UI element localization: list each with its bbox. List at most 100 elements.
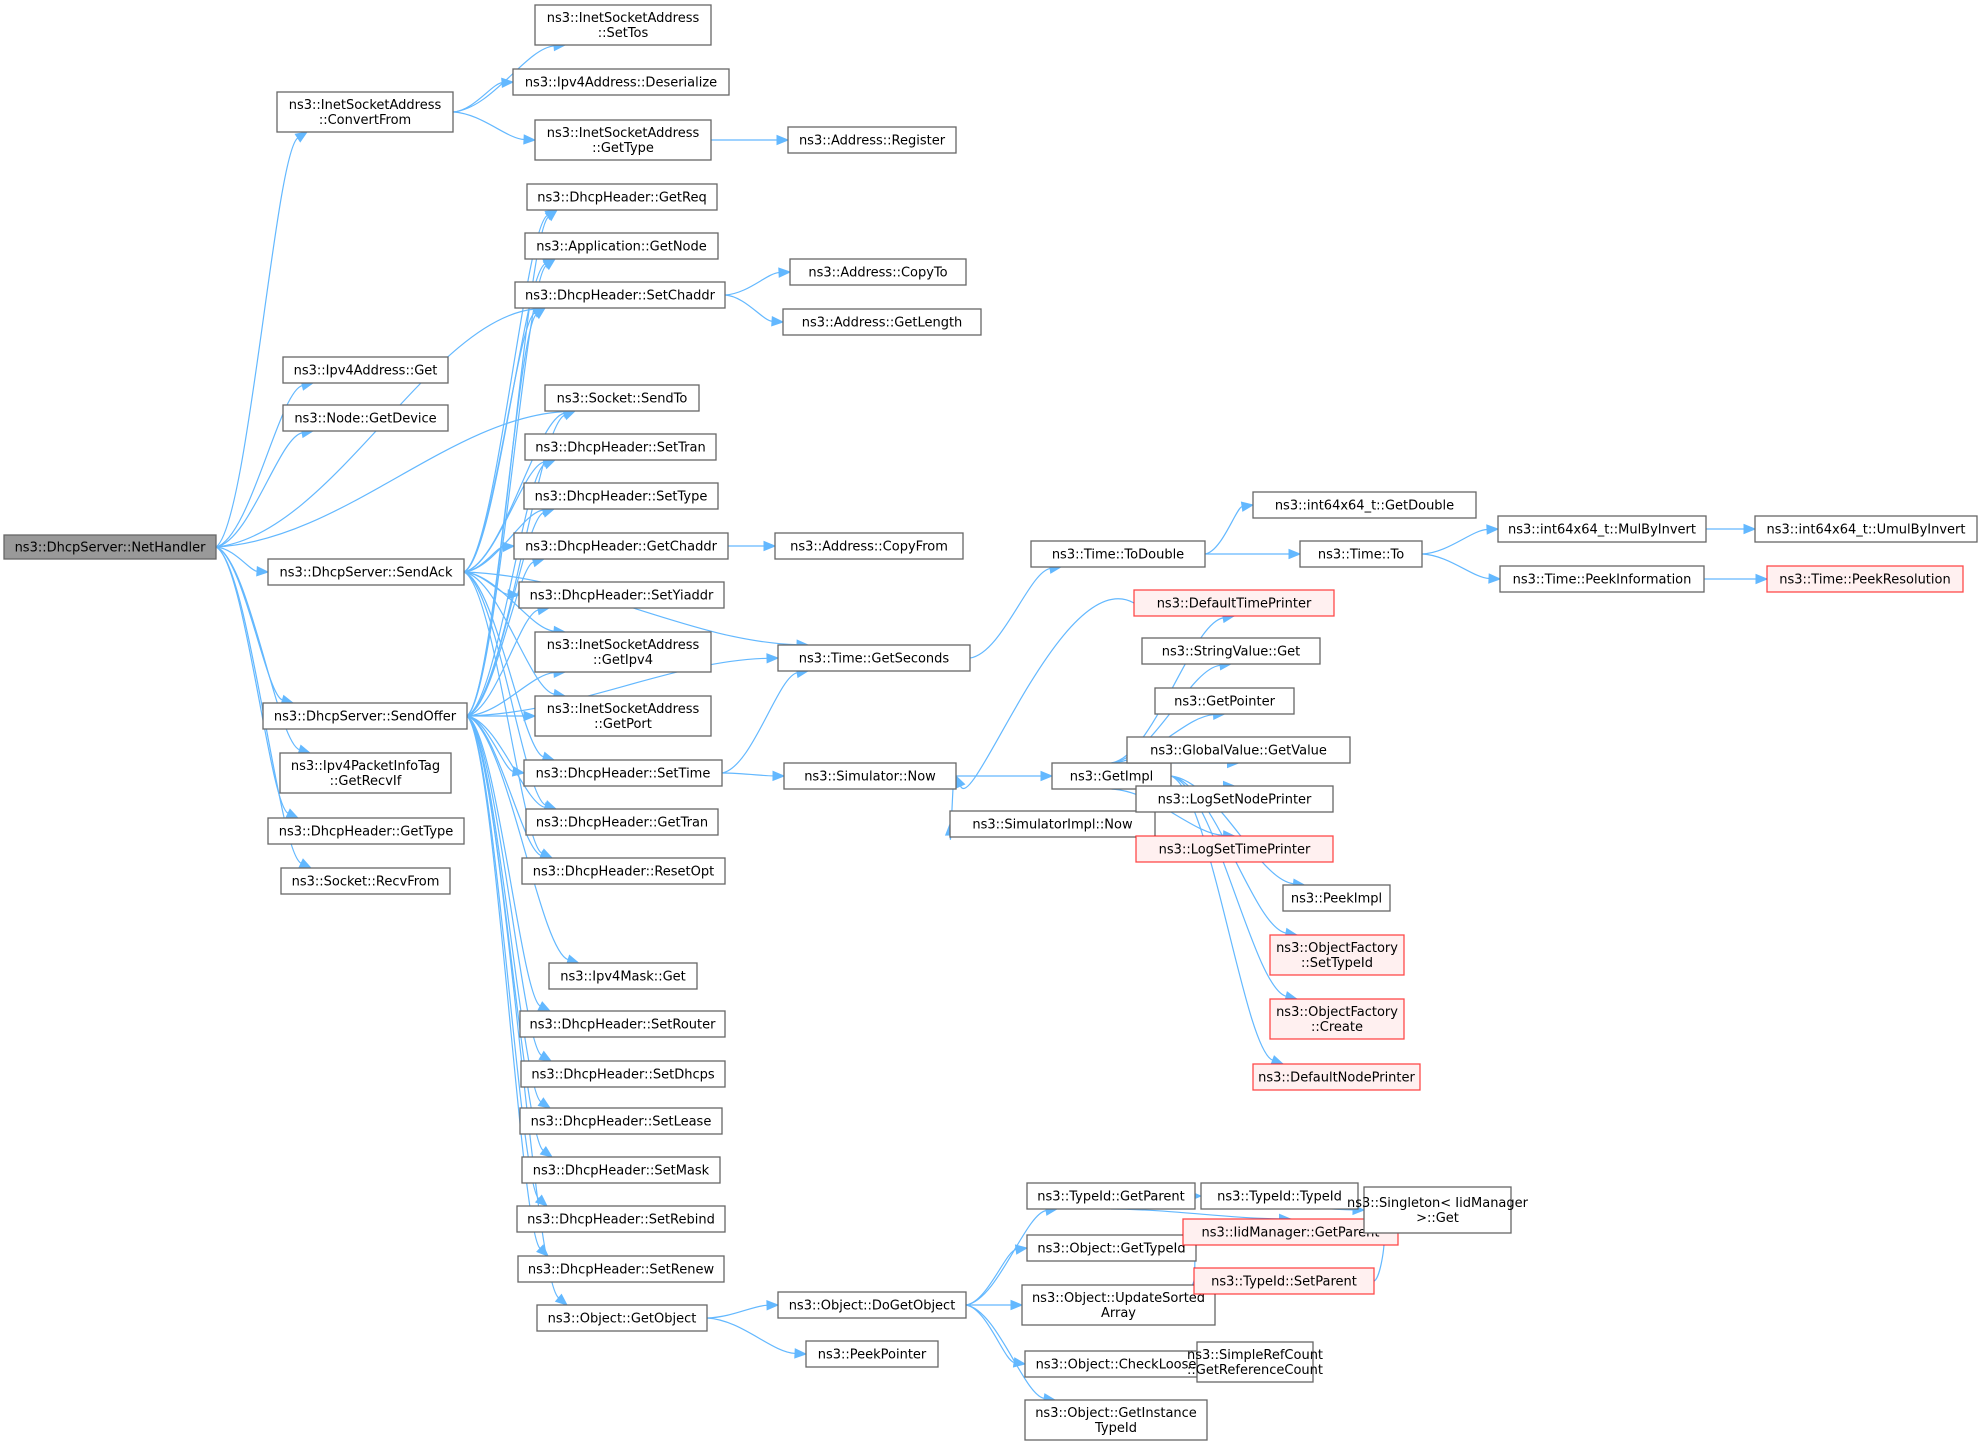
node-set-time[interactable]: ns3::DhcpHeader::SetTime bbox=[523, 759, 723, 787]
node-get-seconds[interactable]: ns3::Time::GetSeconds bbox=[777, 644, 971, 672]
node-ofset-type-id[interactable]: ns3::ObjectFactory::SetTypeId bbox=[1269, 934, 1405, 976]
node-send-to[interactable]: ns3::Socket::SendTo bbox=[544, 384, 700, 412]
node-send-ack[interactable]: ns3::DhcpServer::SendAck bbox=[267, 558, 465, 586]
node-get-reference-count[interactable]: ns3::SimpleRefCount::GetReferenceCount bbox=[1187, 1341, 1323, 1383]
node-box bbox=[1193, 1267, 1375, 1295]
node-get-chaddr[interactable]: ns3::DhcpHeader::GetChaddr bbox=[513, 532, 729, 560]
node-get-ipv4[interactable]: ns3::InetSocketAddress::GetIpv4 bbox=[534, 631, 712, 673]
node-iid-get-parent[interactable]: ns3::IidManager::GetParent bbox=[1182, 1218, 1399, 1246]
arrowhead-icon bbox=[772, 770, 786, 782]
node-get-device[interactable]: ns3::Node::GetDevice bbox=[282, 404, 449, 432]
node-label: ::GetType bbox=[592, 141, 654, 156]
node-set-renew[interactable]: ns3::DhcpHeader::SetRenew bbox=[517, 1255, 725, 1283]
node-type-id-get-parent[interactable]: ns3::TypeId::GetParent bbox=[1026, 1182, 1196, 1210]
node-convert-from[interactable]: ns3::InetSocketAddress::ConvertFrom bbox=[276, 91, 454, 133]
node-box bbox=[1133, 589, 1335, 617]
node-box bbox=[789, 258, 967, 286]
node-get-pointer[interactable]: ns3::GetPointer bbox=[1154, 687, 1295, 715]
node-box bbox=[280, 867, 451, 895]
node-set-yiaddr[interactable]: ns3::DhcpHeader::SetYiaddr bbox=[518, 581, 725, 609]
node-get-port[interactable]: ns3::InetSocketAddress::GetPort bbox=[534, 695, 712, 737]
node-net-handler[interactable]: ns3::DhcpServer::NetHandler bbox=[3, 534, 217, 560]
arrowhead-icon bbox=[1488, 573, 1502, 584]
node-set-tran[interactable]: ns3::DhcpHeader::SetTran bbox=[524, 433, 717, 461]
node-to-double[interactable]: ns3::Time::ToDouble bbox=[1030, 540, 1206, 568]
node-register[interactable]: ns3::Address::Register bbox=[787, 126, 957, 154]
node-obj-get-type-id[interactable]: ns3::Object::GetTypeId bbox=[1026, 1234, 1197, 1262]
node-peek-impl[interactable]: ns3::PeekImpl bbox=[1282, 884, 1391, 912]
node-global-get-value[interactable]: ns3::GlobalValue::GetValue bbox=[1126, 736, 1351, 764]
node-sim-impl-now[interactable]: ns3::SimulatorImpl::Now bbox=[949, 810, 1156, 838]
edge-line bbox=[466, 715, 546, 808]
node-peek-pointer[interactable]: ns3::PeekPointer bbox=[805, 1340, 939, 1368]
node-do-get-object[interactable]: ns3::Object::DoGetObject bbox=[777, 1291, 967, 1319]
node-box bbox=[525, 808, 719, 836]
node-box bbox=[1182, 1218, 1399, 1246]
node-copy-from[interactable]: ns3::Address::CopyFrom bbox=[774, 532, 964, 560]
node-label: ns3::LogSetNodePrinter bbox=[1158, 793, 1312, 808]
node-peek-information[interactable]: ns3::Time::PeekInformation bbox=[1499, 565, 1705, 593]
node-get-tran[interactable]: ns3::DhcpHeader::GetTran bbox=[525, 808, 719, 836]
edge-peekinformation-to-peekresolution bbox=[1704, 573, 1769, 585]
node-box bbox=[805, 1340, 939, 1368]
node-reset-opt[interactable]: ns3::DhcpHeader::ResetOpt bbox=[521, 857, 726, 885]
node-mul-by-invert[interactable]: ns3::int64x64_t::MulByInvert bbox=[1497, 515, 1707, 543]
node-type-id-type-id[interactable]: ns3::TypeId::TypeId bbox=[1200, 1182, 1359, 1210]
node-box bbox=[282, 356, 449, 384]
node-recv-from[interactable]: ns3::Socket::RecvFrom bbox=[280, 867, 451, 895]
node-default-node-printer[interactable]: ns3::DefaultNodePrinter bbox=[1252, 1063, 1421, 1091]
edge-convertfrom-to-inetgettype bbox=[452, 111, 537, 145]
node-set-router[interactable]: ns3::DhcpHeader::SetRouter bbox=[519, 1010, 726, 1038]
node-set-lease[interactable]: ns3::DhcpHeader::SetLease bbox=[519, 1107, 723, 1135]
node-label: ns3::GetPointer bbox=[1174, 695, 1275, 710]
node-set-parent[interactable]: ns3::TypeId::SetParent bbox=[1193, 1267, 1375, 1295]
node-ofcreate[interactable]: ns3::ObjectFactory::Create bbox=[1269, 998, 1405, 1040]
arrowhead-icon bbox=[1010, 1299, 1024, 1311]
node-set-chaddr[interactable]: ns3::DhcpHeader::SetChaddr bbox=[514, 281, 726, 309]
node-send-offer[interactable]: ns3::DhcpServer::SendOffer bbox=[262, 702, 468, 730]
node-log-set-node-printer[interactable]: ns3::LogSetNodePrinter bbox=[1135, 785, 1334, 813]
node-mask-get[interactable]: ns3::Ipv4Mask::Get bbox=[548, 962, 698, 990]
edge-line bbox=[721, 772, 774, 777]
node-set-dhcps[interactable]: ns3::DhcpHeader::SetDhcps bbox=[520, 1060, 726, 1088]
node-peek-resolution[interactable]: ns3::Time::PeekResolution bbox=[1766, 565, 1964, 593]
node-string-value-get[interactable]: ns3::StringValue::Get bbox=[1141, 637, 1321, 665]
node-label: ns3::Node::GetDevice bbox=[294, 412, 436, 427]
node-default-time-printer[interactable]: ns3::DefaultTimePrinter bbox=[1133, 589, 1335, 617]
edge-simnow-to-getimpl bbox=[955, 770, 1054, 782]
node-get-recv-if[interactable]: ns3::Ipv4PacketInfoTag::GetRecvIf bbox=[279, 752, 452, 794]
node-set-tos[interactable]: ns3::InetSocketAddress::SetTos bbox=[534, 4, 712, 46]
node-get-req[interactable]: ns3::DhcpHeader::GetReq bbox=[526, 183, 718, 211]
node-log-set-time-printer[interactable]: ns3::LogSetTimePrinter bbox=[1135, 835, 1334, 863]
node-label: ns3::Object::GetObject bbox=[548, 1312, 697, 1327]
node-time-to[interactable]: ns3::Time::To bbox=[1299, 540, 1423, 568]
node-set-type[interactable]: ns3::DhcpHeader::SetType bbox=[523, 482, 719, 510]
node-label: ns3::Object::GetTypeId bbox=[1037, 1242, 1185, 1257]
node-get-node[interactable]: ns3::Application::GetNode bbox=[524, 232, 719, 260]
node-inet-get-type[interactable]: ns3::InetSocketAddress::GetType bbox=[534, 119, 712, 161]
node-singleton-get[interactable]: ns3::Singleton< IidManager>::Get bbox=[1347, 1186, 1529, 1234]
node-label: ns3::DhcpHeader::GetChaddr bbox=[525, 540, 718, 555]
edge-line bbox=[466, 672, 555, 717]
node-set-mask[interactable]: ns3::DhcpHeader::SetMask bbox=[521, 1156, 721, 1184]
node-get-length[interactable]: ns3::Address::GetLength bbox=[782, 308, 982, 336]
edge-line bbox=[724, 271, 780, 296]
edge-line bbox=[1170, 775, 1273, 1061]
node-get-double[interactable]: ns3::int64x64_t::GetDouble bbox=[1252, 491, 1477, 519]
node-deserialize[interactable]: ns3::Ipv4Address::Deserialize bbox=[512, 68, 730, 96]
node-copy-to[interactable]: ns3::Address::CopyTo bbox=[789, 258, 967, 286]
node-get-object[interactable]: ns3::Object::GetObject bbox=[536, 1304, 708, 1332]
node-hdr-get-type[interactable]: ns3::DhcpHeader::GetType bbox=[267, 817, 465, 845]
edge-line bbox=[466, 314, 537, 717]
node-label: ::SetTos bbox=[598, 26, 649, 41]
node-set-rebind[interactable]: ns3::DhcpHeader::SetRebind bbox=[516, 1205, 726, 1233]
node-get-impl[interactable]: ns3::GetImpl bbox=[1051, 762, 1172, 790]
node-sim-now[interactable]: ns3::Simulator::Now bbox=[783, 762, 957, 790]
edge-dogetobject-to-objgettypeid bbox=[965, 1244, 1029, 1306]
edge-setchaddr-to-copyto bbox=[724, 267, 792, 296]
node-ipv4-get[interactable]: ns3::Ipv4Address::Get bbox=[282, 356, 449, 384]
node-check-loose[interactable]: ns3::Object::CheckLoose bbox=[1024, 1350, 1208, 1378]
node-umul-by-invert[interactable]: ns3::int64x64_t::UmulByInvert bbox=[1754, 515, 1978, 543]
